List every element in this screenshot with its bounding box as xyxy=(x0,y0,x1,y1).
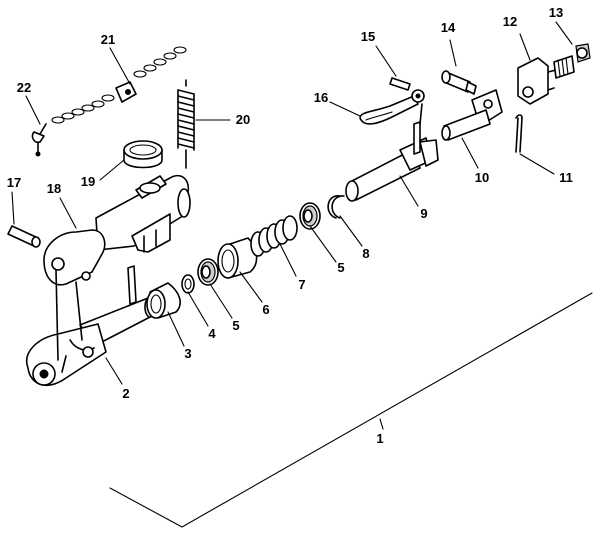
callout-4: 4 xyxy=(208,326,216,341)
callout-5a: 5 xyxy=(232,318,239,333)
callout-3: 3 xyxy=(184,346,191,361)
part-pin-10 xyxy=(441,109,491,141)
callout-11: 11 xyxy=(559,170,573,185)
part-washer-5-upper xyxy=(299,202,321,230)
part-handle-16 xyxy=(359,89,425,125)
callout-8: 8 xyxy=(362,246,369,261)
part-shaft-9 xyxy=(345,121,439,202)
callout-15: 15 xyxy=(361,29,375,44)
part-washer-5-lower xyxy=(197,258,219,286)
part-ring-8 xyxy=(327,195,345,219)
callout-2: 2 xyxy=(122,386,129,401)
leader-lines xyxy=(11,21,573,430)
part-pin-17 xyxy=(7,225,41,248)
part-sleeve-6 xyxy=(217,237,258,279)
part-clip-22 xyxy=(31,123,47,157)
part-housing-bracket xyxy=(43,174,191,361)
part-cotter-pin-11 xyxy=(515,114,523,153)
callout-21: 21 xyxy=(101,32,115,47)
callout-18: 18 xyxy=(47,181,61,196)
callout-16: 16 xyxy=(314,90,328,105)
callout-labels: 1 2 3 4 5 5 6 7 8 9 10 11 12 13 14 15 16… xyxy=(7,5,573,446)
callout-13: 13 xyxy=(549,5,563,20)
callout-14: 14 xyxy=(441,20,456,35)
callout-10: 10 xyxy=(475,170,489,185)
callout-12: 12 xyxy=(503,14,517,29)
part-bushing-3 xyxy=(146,282,181,319)
callout-9: 9 xyxy=(420,206,427,221)
callout-5b: 5 xyxy=(337,260,344,275)
part-shaft-lever xyxy=(25,296,156,387)
part-bolt-14 xyxy=(441,70,477,95)
callout-7: 7 xyxy=(298,277,305,292)
part-chain-21 xyxy=(51,46,187,124)
part-pin-15 xyxy=(389,77,411,91)
part-spring-20 xyxy=(177,79,195,169)
callout-1: 1 xyxy=(376,431,383,446)
assembly-bracket xyxy=(109,292,593,528)
callout-22: 22 xyxy=(17,80,31,95)
callout-17: 17 xyxy=(7,175,21,190)
part-ring-4 xyxy=(181,274,195,294)
callout-19: 19 xyxy=(81,174,95,189)
part-cap-19 xyxy=(123,140,163,169)
callout-20: 20 xyxy=(236,112,250,127)
part-coil-spring-7 xyxy=(250,215,298,257)
part-nut-13 xyxy=(553,43,591,79)
callout-6: 6 xyxy=(262,302,269,317)
